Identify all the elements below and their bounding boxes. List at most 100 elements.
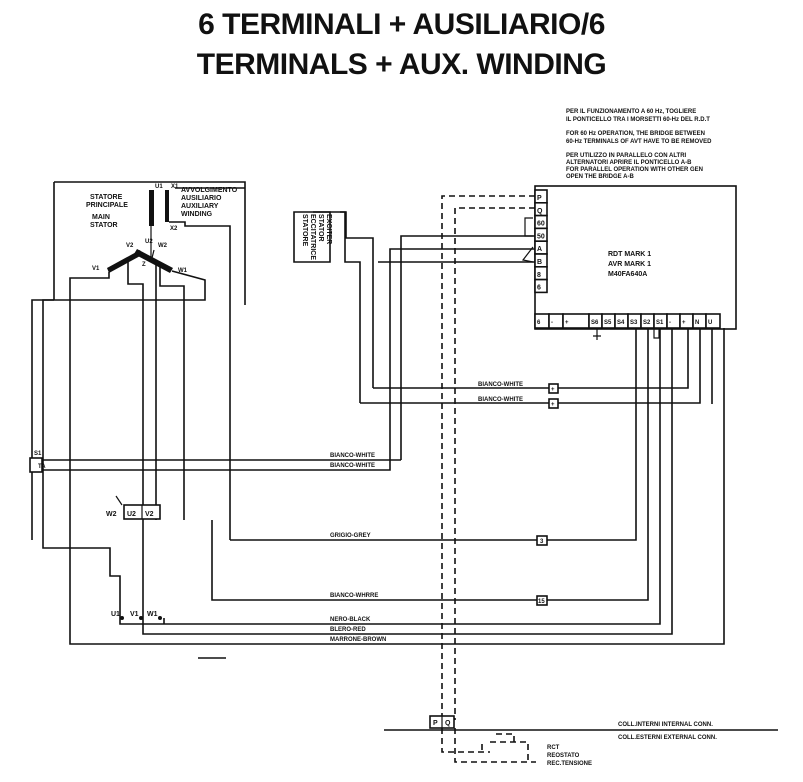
exciter-label-en-2: EXCITER — [325, 214, 332, 244]
avr-label-2: AVR MARK 1 — [608, 261, 651, 268]
connector-15 — [536, 595, 548, 606]
dot-w1 — [158, 616, 162, 620]
internal-conn-label: COLL.INTERNI INTERNAL CONN. — [618, 722, 713, 728]
connector-plus-1-label: + — [551, 387, 555, 393]
coil-w — [134, 249, 173, 273]
aux-winding-label-it-2: AUSILIARIO — [181, 195, 222, 202]
note-parallel-it-1: PER UTILIZZO IN PARALLELO CON ALTRI — [566, 153, 687, 159]
rct-label-1: RCT — [547, 745, 560, 751]
exciter-label-en-1: STATOR — [317, 214, 324, 242]
avr-bottom-terminal-label: + — [565, 320, 569, 326]
avr-left-terminal-label: B — [537, 259, 542, 266]
avr-bottom-terminal-label: S2 — [643, 320, 651, 326]
terminal-v2: V2 — [145, 511, 154, 518]
aux-winding-label-en-1: AUXILIARY — [181, 203, 219, 210]
connectors: + + 3 15 — [536, 383, 559, 606]
rct-label-3: REC.TENSIONE — [547, 761, 592, 767]
note-60hz-it-1: PER IL FUNZIONAMENTO A 60 Hz, TOGLIERE — [566, 109, 696, 115]
ta-label: TA — [38, 464, 46, 470]
avr-label-3: M40FA640A — [608, 271, 647, 278]
note-60hz-en-1: FOR 60 Hz OPERATION, THE BRIDGE BETWEEN — [566, 131, 705, 137]
aux-winding-label-en-2: WINDING — [181, 211, 213, 218]
wire-50 — [400, 235, 535, 460]
avr-bottom-terminal-box — [705, 313, 721, 329]
external-conn-label: COLL.ESTERNI EXTERNAL CONN. — [618, 735, 717, 741]
avr-left-terminal-label: 60 — [537, 221, 545, 228]
label-grigio-grey: GRIGIO-GREY — [330, 533, 371, 539]
avr-bottom-terminal-label: - — [551, 320, 553, 326]
avr-left-terminal-label: 8 — [537, 272, 541, 279]
lead-u — [127, 262, 144, 612]
coil-label-v1: V1 — [92, 266, 100, 272]
coil-aux — [165, 190, 169, 222]
rct-resistor — [481, 741, 529, 760]
avr-left-terminal-label: 6 — [537, 285, 541, 292]
current-transformer: TA S1 — [29, 451, 46, 473]
avr-bottom-terminal-label: - — [669, 320, 671, 326]
avr-bottom-terminal-label: S6 — [591, 320, 599, 326]
note-parallel-it-2: ALTERNATORI APRIRE IL PONTICELLO A-B — [566, 160, 692, 166]
exciter-label-it-2: ECCITATRICE — [309, 214, 316, 260]
operation-notes: PER IL FUNZIONAMENTO A 60 Hz, TOGLIERE I… — [566, 109, 712, 180]
terminal-w2: W2 — [106, 511, 117, 518]
label-nero-black: NERO-BLACK — [330, 617, 371, 623]
exciter-lead-1 — [313, 211, 361, 403]
pq-terminal-p: P — [433, 720, 438, 727]
bridge-60-50 — [524, 217, 533, 237]
remote-voltage-rheostat: RCT REOSTATO REC.TENSIONE — [441, 728, 592, 767]
lead-aux-x1 — [169, 221, 231, 492]
connector-plus-2 — [548, 398, 559, 409]
wire-s3 — [547, 328, 649, 601]
avr-left-terminal-box — [534, 278, 548, 294]
coil-label-x2: X2 — [170, 226, 178, 232]
terminal-w1: W1 — [147, 611, 158, 618]
stator-frame — [31, 181, 246, 540]
wire-white-a-avr — [558, 328, 689, 389]
star-terminal-block: W2 U2 V2 — [106, 495, 161, 520]
avr-left-terminal-label: A — [537, 246, 542, 253]
avr-bottom-terminal-label: 6 — [537, 320, 541, 326]
lead-w1 — [42, 270, 206, 612]
connection-boundary: COLL.INTERNI INTERNAL CONN. COLL.ESTERNI… — [384, 715, 778, 741]
connector-plus-2-label: + — [551, 402, 555, 408]
avr-left-terminal-label: P — [537, 195, 542, 202]
avr-left-terminal-label: Q — [537, 208, 543, 215]
avr-label-1: RDT MARK 1 — [608, 251, 651, 258]
stator-label-en-1: MAIN — [92, 214, 110, 221]
star-point — [135, 226, 155, 263]
note-parallel-en-1: FOR PARALLEL OPERATION WITH OTHER GEN — [566, 167, 703, 173]
label-bianco-whrre: BIANCO-WHRRE — [330, 593, 378, 599]
connector-plus-1 — [548, 383, 559, 394]
wire-labels: BIANCO-WHITE BIANCO-WHITE BIANCO-WHITE B… — [330, 382, 523, 643]
coil-label-w1: W1 — [178, 268, 188, 274]
label-marrone-brown: MARRONE-BROWN — [330, 637, 386, 643]
avr-left-terminal-label: 50 — [537, 233, 545, 240]
output-terminals: U1 V1 W1 — [111, 611, 162, 620]
exciter-lead-2 — [340, 211, 374, 388]
rct-wiper — [496, 733, 515, 742]
coil-label-w2: W2 — [158, 243, 168, 249]
connector-15-label: 15 — [538, 599, 545, 605]
lead-v1 — [69, 272, 110, 612]
exciter-stator: STATORE ECCITATRICE STATOR EXCITER — [293, 211, 374, 403]
avr-bottom-terminal-label: S3 — [630, 320, 638, 326]
avr-box — [534, 185, 737, 330]
terminal-block-link — [115, 495, 123, 506]
avr-wiring — [32, 195, 725, 720]
coil-label-u1: U1 — [155, 184, 163, 190]
wire-s4 — [547, 328, 637, 541]
avr-bottom-terminal-label: N — [695, 320, 699, 326]
label-bianco-white-1: BIANCO-WHITE — [478, 382, 523, 388]
wire-a — [32, 248, 535, 471]
label-bianco-white-2: BIANCO-WHITE — [478, 397, 523, 403]
stator-label-it-1: STATORE — [90, 194, 123, 201]
lead-star — [155, 264, 185, 520]
avr-bottom-terminal-label: S1 — [656, 320, 664, 326]
wire-white-b-avr — [558, 328, 701, 404]
coil-u — [149, 190, 154, 226]
terminal-v1: V1 — [130, 611, 139, 618]
connector-3-label: 3 — [540, 539, 544, 545]
avr-bottom-terminal-label: + — [682, 320, 686, 326]
